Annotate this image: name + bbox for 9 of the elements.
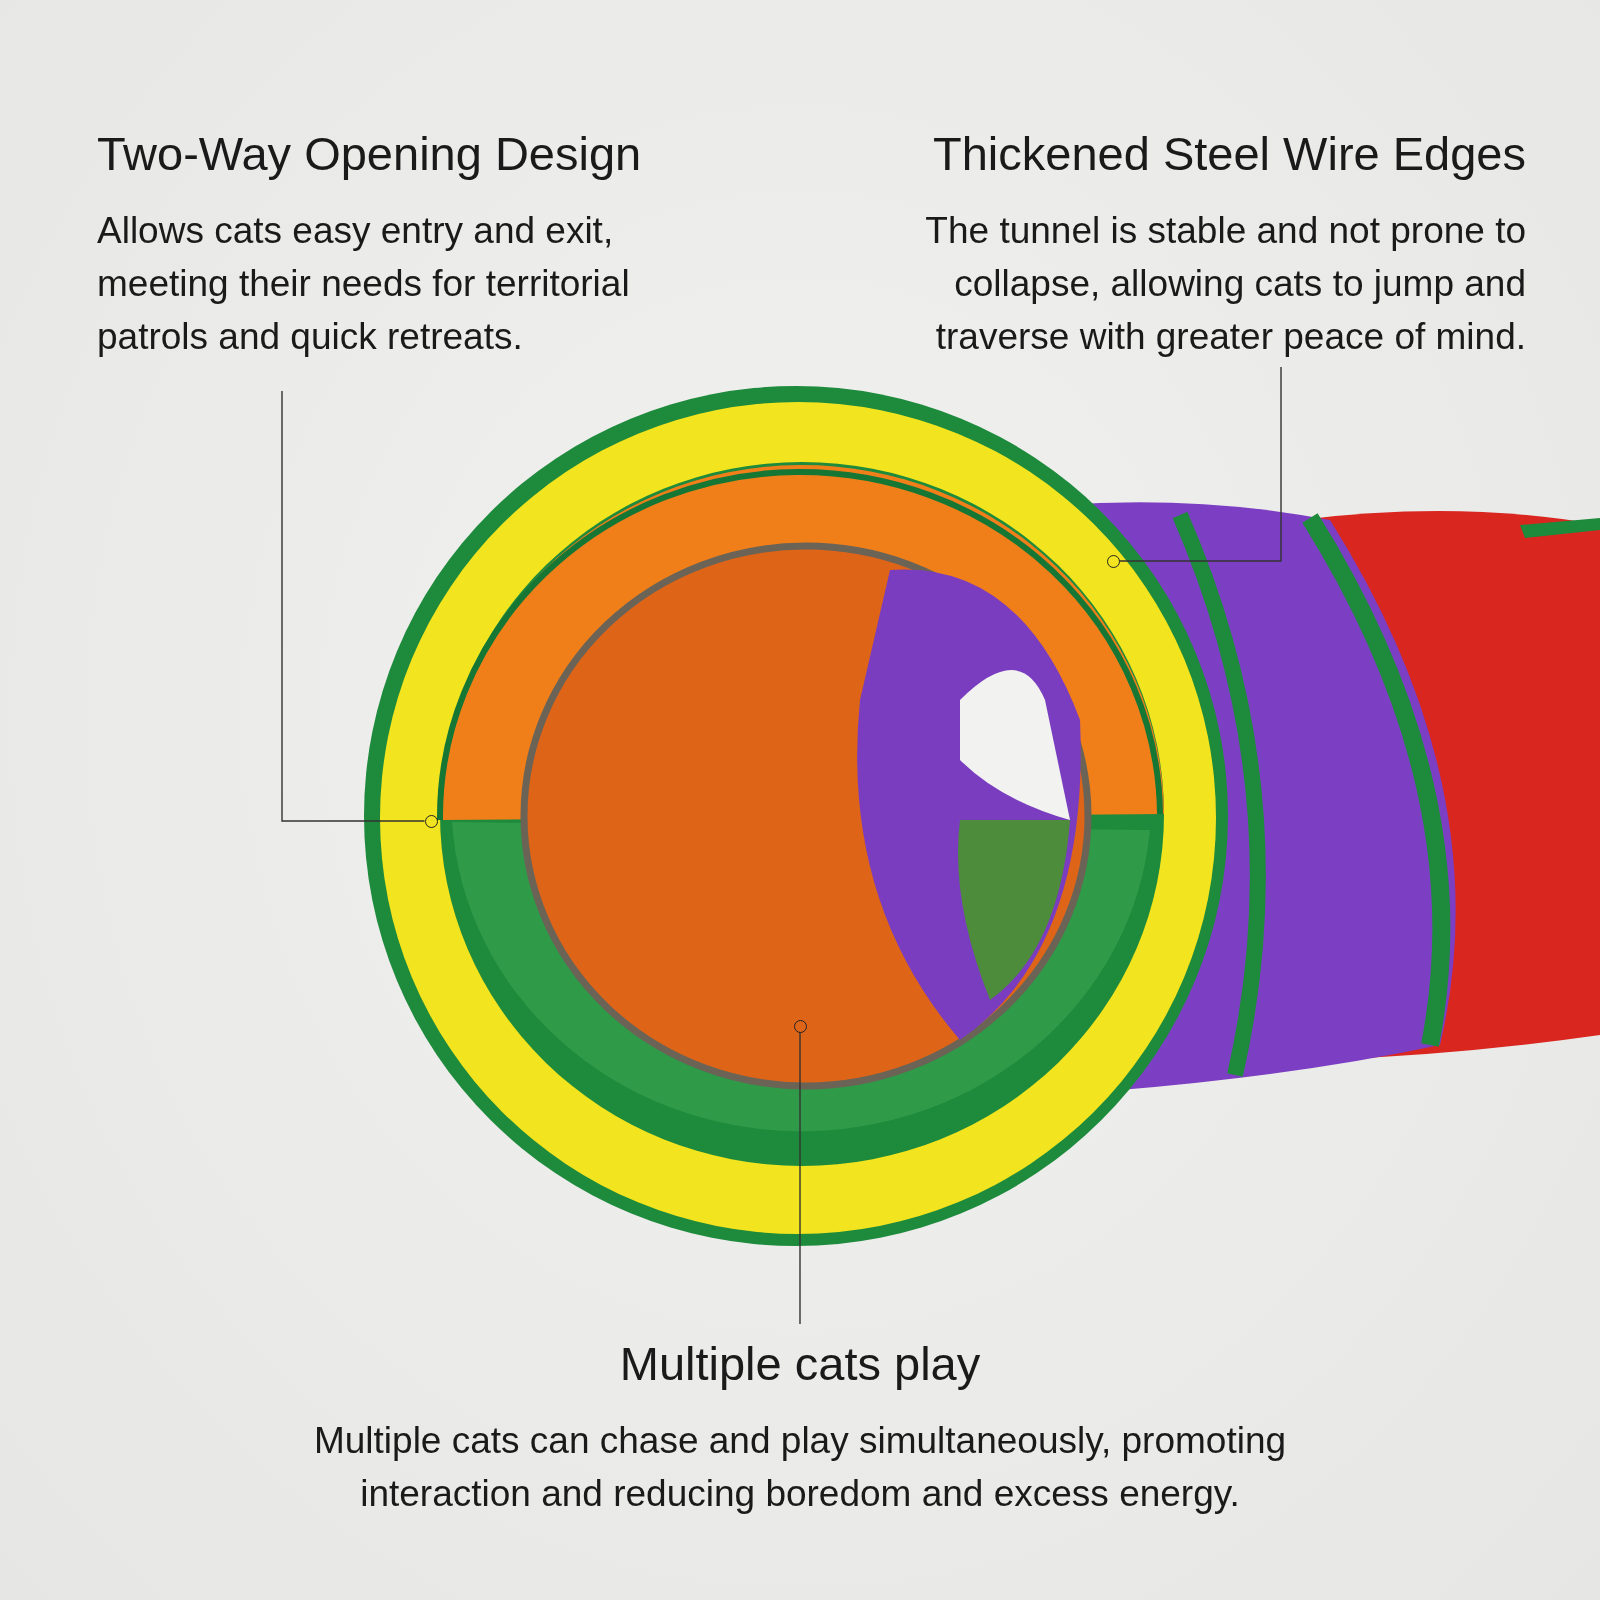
- leader-line: [1118, 366, 1282, 562]
- feature-heading: Thickened Steel Wire Edges: [932, 126, 1526, 182]
- feature-heading: Multiple cats play: [618, 1336, 982, 1392]
- feature-description: Allows cats easy entry and exit, meeting their needs for territorial patrols and quick retreats.: [97, 209, 631, 359]
- leader-line: [799, 1031, 801, 1325]
- feature-heading: Two-Way Opening Design: [97, 126, 643, 182]
- feature-description: The tunnel is stable and not prone to collapse, allowing cats to jump and traverse with greater peace of mind.: [924, 209, 1526, 359]
- leader-line: [281, 390, 426, 822]
- feature-description: Multiple cats can chase and play simultaneously, promoting interaction and reducing boredom and excess energy.: [312, 1419, 1288, 1516]
